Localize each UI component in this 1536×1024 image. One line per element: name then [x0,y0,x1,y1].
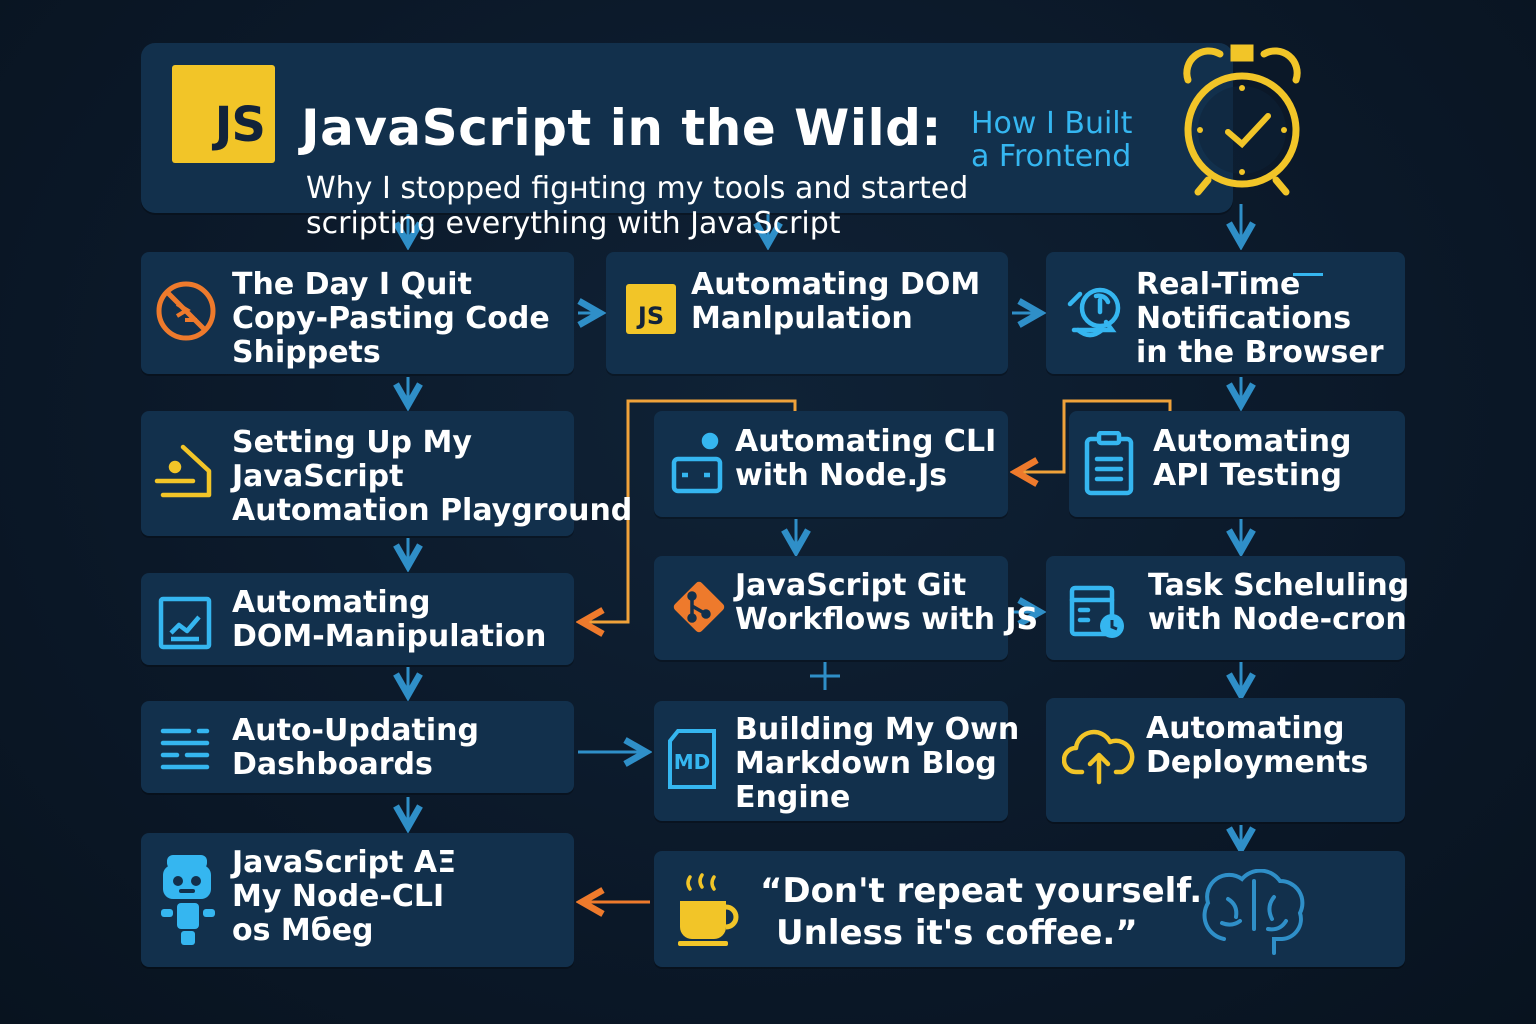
node-label: Markdown Blog [735,746,997,781]
header-card: JS JavaScript in the Wild: How I Built a… [141,43,1233,241]
node-markdown-blog: MD Building My Own Markdown Blog Engine [654,701,1019,821]
coffee-cup-icon [678,873,739,946]
node-api-testing: Automating API Testing [1069,411,1405,517]
page-title: JavaScript in the Wild: [301,99,942,157]
dashboard-lines-icon [160,728,210,770]
node-label: DOM-Manipulation [232,619,547,654]
node-label: Engine [735,780,851,815]
node-dom-manipulation-2: Automating DOM-Manipulation [141,573,574,665]
node-playground: Setting Up My JavaScript Automation Play… [141,411,632,536]
node-label: Automating CLI [735,424,997,459]
node-label: Notifications [1136,301,1352,336]
node-label: Automating [232,585,431,620]
no-copy-icon [156,281,216,341]
markdown-icon: MD [668,729,716,789]
node-label: Automation Playground [232,493,633,528]
chart-icon [158,596,212,650]
alarm-clock-icon [1183,44,1301,196]
node-label: Copy-Pasting Code [232,301,550,336]
node-git-workflows: JavaScript Git Workflows with JS [654,556,1038,660]
calendar-clock-icon [1069,585,1124,638]
node-label: My Node-CLI [232,879,445,914]
node-label: Automating [1146,711,1345,746]
node-label: JavaScript AΞ [232,845,457,880]
node-label: Manlpulation [691,301,913,336]
node-label: JavaScript Git [735,568,967,603]
brain-icon [1202,869,1305,955]
node-ai-cli: JavaScript AΞ My Node-CLI os Mбeg [141,833,574,967]
node-label: Shippets [232,335,381,370]
node-cli: Automating CLI with Node.Js [654,411,1008,517]
node-label: Workflows with JS [735,602,1039,637]
node-label: in the Browser [1136,335,1384,370]
node-label: os Mбeg [232,913,374,948]
git-icon [673,581,725,633]
node-notifications: Real-Time Notifications in the Browser [1046,252,1405,374]
js-icon: JS [626,284,676,334]
document-list-icon [1084,431,1134,496]
robot-icon [161,855,215,945]
node-label: Automating DOM [691,267,981,302]
node-task-scheduling: Task Scheluling with Node-cron [1046,556,1409,660]
node-label: API Testing [1153,458,1342,493]
quote-card [654,851,1405,967]
node-label: Dashboards [232,747,433,782]
node-label: Automating [1153,424,1352,459]
notification-bell-icon [1067,287,1121,338]
svg-text:MD: MD [674,750,711,774]
node-label: Setting Up My [232,425,472,460]
node-label: Deployments [1146,745,1369,780]
node-label: Auto-Updating [232,713,479,748]
node-label: Real-Time [1136,267,1301,302]
node-quit-copy: The Day I Quit Copy-Pasting Code Shippet… [141,252,574,374]
arrow-orange-to-dom2 [582,399,797,622]
playground-icon [154,444,212,498]
cli-terminal-icon [671,432,723,494]
title-tagline: How I Built a Frontend [971,106,1133,174]
js-logo: JS [172,65,275,163]
arrow-orange-to-cli [1016,399,1172,472]
page-subtitle: Why I stopped figнting my tools and star… [306,171,969,241]
node-label: with Node-cron [1148,602,1407,637]
node-label: JavaScript [232,459,404,494]
node-deployments: Automating Deployments [1046,698,1405,822]
node-dashboards: Auto-Updating Dashboards [141,701,574,793]
cloud-upload-icon [1062,729,1135,785]
node-label: with Node.Js [735,458,948,493]
quote-text: “Don't repeat yourself. Unless it's coff… [760,871,1203,953]
node-dom-manipulation: JS Automating DOM Manlpulation [606,252,1008,374]
node-label: The Day I Quit [232,267,472,302]
node-label: Task Scheluling [1148,568,1410,603]
node-label: Building My Own [735,712,1020,747]
dash-decoration [1293,273,1323,276]
